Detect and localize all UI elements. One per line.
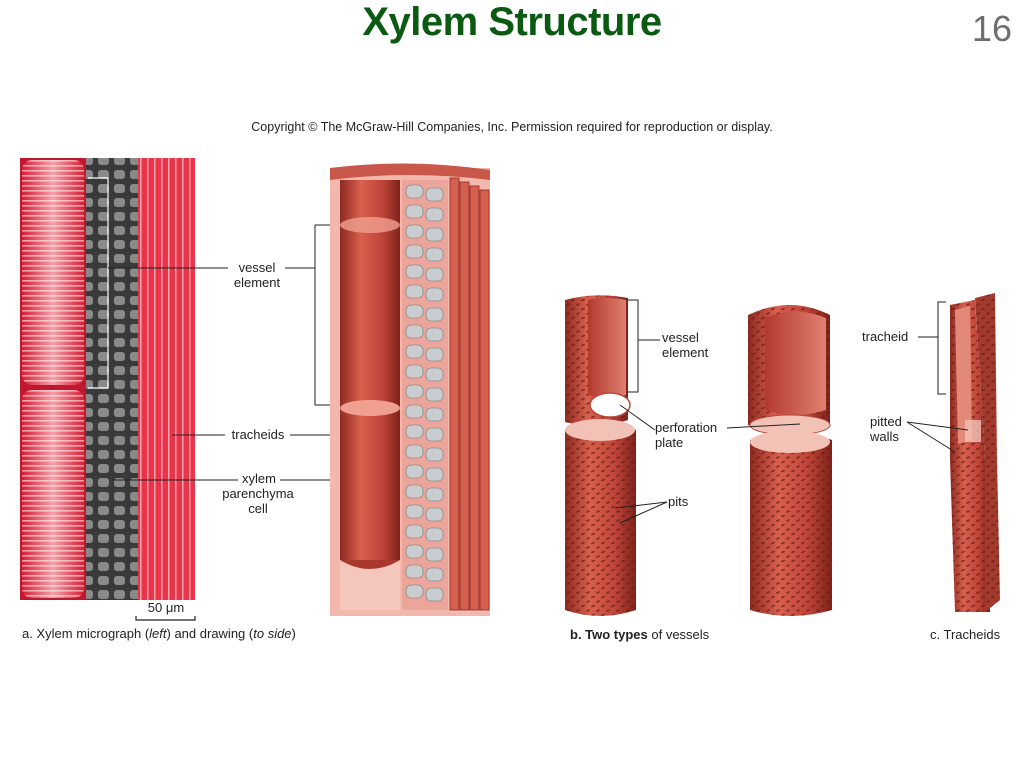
scale-bar-label: 50 μm [147,600,185,615]
copyright-notice: Copyright © The McGraw-Hill Companies, I… [251,120,773,134]
vessel-type-1 [565,295,636,616]
label-line: element [233,275,281,290]
label-line: pitted [870,414,902,429]
label-line: vessel [662,330,699,345]
caption-a-letter: a. [22,626,33,641]
caption-a-italic: to side [253,626,292,641]
label-line: parenchyma [222,486,294,501]
slide-title: Xylem Structure [362,0,662,44]
parenchyma-cells [405,184,444,602]
caption-a-italic: left [149,626,167,641]
label-line: element [662,345,709,360]
label-line: cell [248,501,268,516]
caption-b-bold: b. Two types [570,627,648,642]
tracheid-strips [449,177,490,611]
micrograph [20,158,196,621]
page-number: 16 [971,8,1012,49]
label-tracheids-a: tracheids [231,427,285,442]
label-line: walls [870,429,899,444]
label-xylem-parenchyma: xylem [236,471,282,486]
caption-a-text: ) [291,626,296,641]
caption-b: b. Two types of vessels [570,627,709,642]
label-tracheid-c: tracheid [862,329,909,344]
caption-a-text: Xylem micrograph ( [36,626,150,641]
caption-a: a. Xylem micrograph (left) and drawing (… [22,626,296,641]
leader-lines-c [906,301,969,453]
label-pits: pits [668,494,689,509]
label-line: xylem [242,471,276,486]
label-perforation-plate: perforation plate [655,420,727,450]
caption-b-text: of vessels [647,627,710,642]
label-pitted-walls: pitted walls [870,414,910,444]
caption-a-text: ) and drawing ( [166,626,254,641]
label-vessel-element-a: vessel element [228,260,286,290]
label-vessel-element-b: vessel element [662,330,722,360]
label-parenchyma-cell: parenchyma cell [215,486,301,516]
label-line: vessel [238,260,276,275]
xylem-drawing [330,163,490,616]
caption-c: c. Tracheids [930,627,1001,642]
leader-lines-b [614,299,801,524]
label-line: perforation [655,420,718,435]
vessel-type-2 [748,305,832,616]
tracheids-drawing [950,293,1000,612]
label-line: plate [655,435,684,450]
